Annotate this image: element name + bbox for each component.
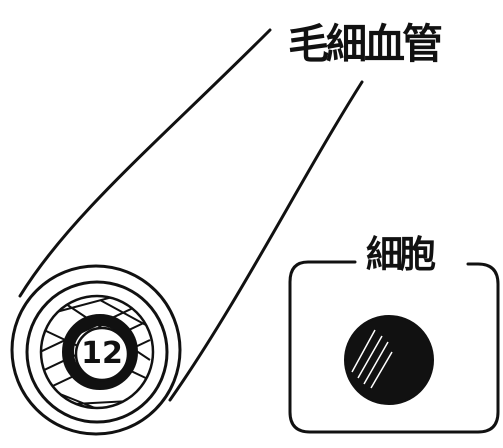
capillary-cross-section [10, 264, 182, 436]
count-marker-label: 12 [81, 336, 123, 371]
capillary-tube [18, 28, 364, 402]
count-marker-circle [74, 326, 130, 382]
cell-nucleus [344, 315, 434, 405]
capillary-lower-edge [168, 80, 364, 402]
cell-outline [288, 260, 500, 434]
nucleus-highlight [351, 329, 393, 389]
cell [288, 260, 500, 434]
capillary-upper-edge [18, 28, 272, 298]
capillary-label: 毛細血管 [288, 20, 443, 68]
cell-label: 細胞 [366, 233, 436, 276]
cell-ring [62, 314, 138, 390]
